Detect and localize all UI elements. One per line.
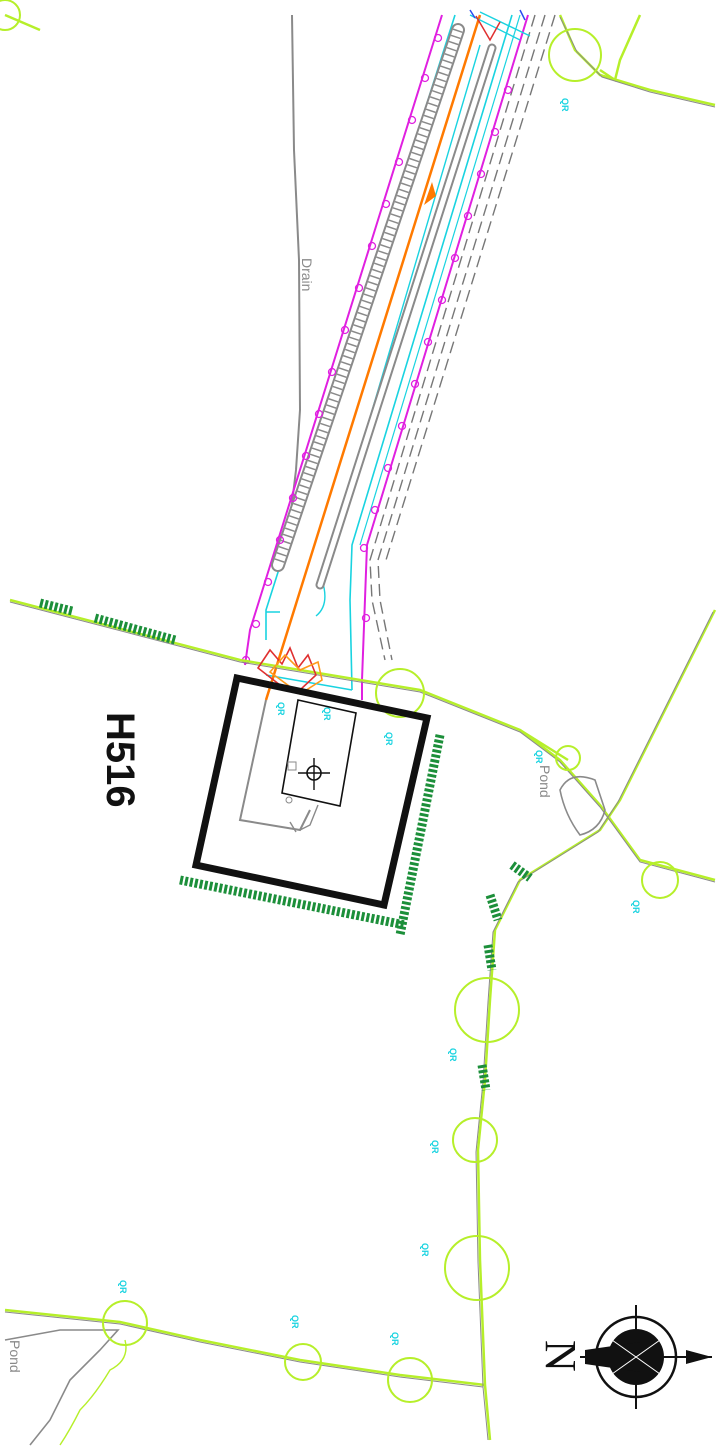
road-markers (241, 33, 513, 665)
qr-label: QR (534, 750, 544, 764)
access-road (244, 9, 556, 701)
turbine-site-label: H516 (98, 712, 142, 808)
pond-label-2: Pond (7, 1340, 23, 1373)
turbine-pad (191, 673, 432, 910)
qr-label: QR (430, 1140, 440, 1154)
qr-label: QR (118, 1280, 128, 1294)
pond-label-1: Pond (537, 765, 553, 798)
hedge-coils (38, 598, 533, 1091)
hedgerow-texture (4, 16, 716, 1441)
qr-label: QR (390, 1332, 400, 1346)
qr-label: QR (276, 702, 286, 716)
qr-label: QR (631, 900, 641, 914)
qr-labels: QR QR QR QR QR QR QR QR QR QR QR QR (118, 98, 641, 1346)
tree-symbols (0, 0, 679, 1403)
north-label: N (536, 1340, 585, 1372)
pond-1 (559, 775, 606, 836)
qr-label: QR (322, 707, 332, 721)
qr-label: QR (384, 732, 394, 746)
pond-2 (4, 1329, 127, 1446)
qr-label: QR (448, 1048, 458, 1062)
north-arrow-icon (580, 1305, 712, 1409)
qr-label: QR (290, 1315, 300, 1329)
drain-label: Drain (299, 258, 315, 291)
qr-label: QR (420, 1243, 430, 1257)
qr-label: QR (560, 98, 570, 112)
